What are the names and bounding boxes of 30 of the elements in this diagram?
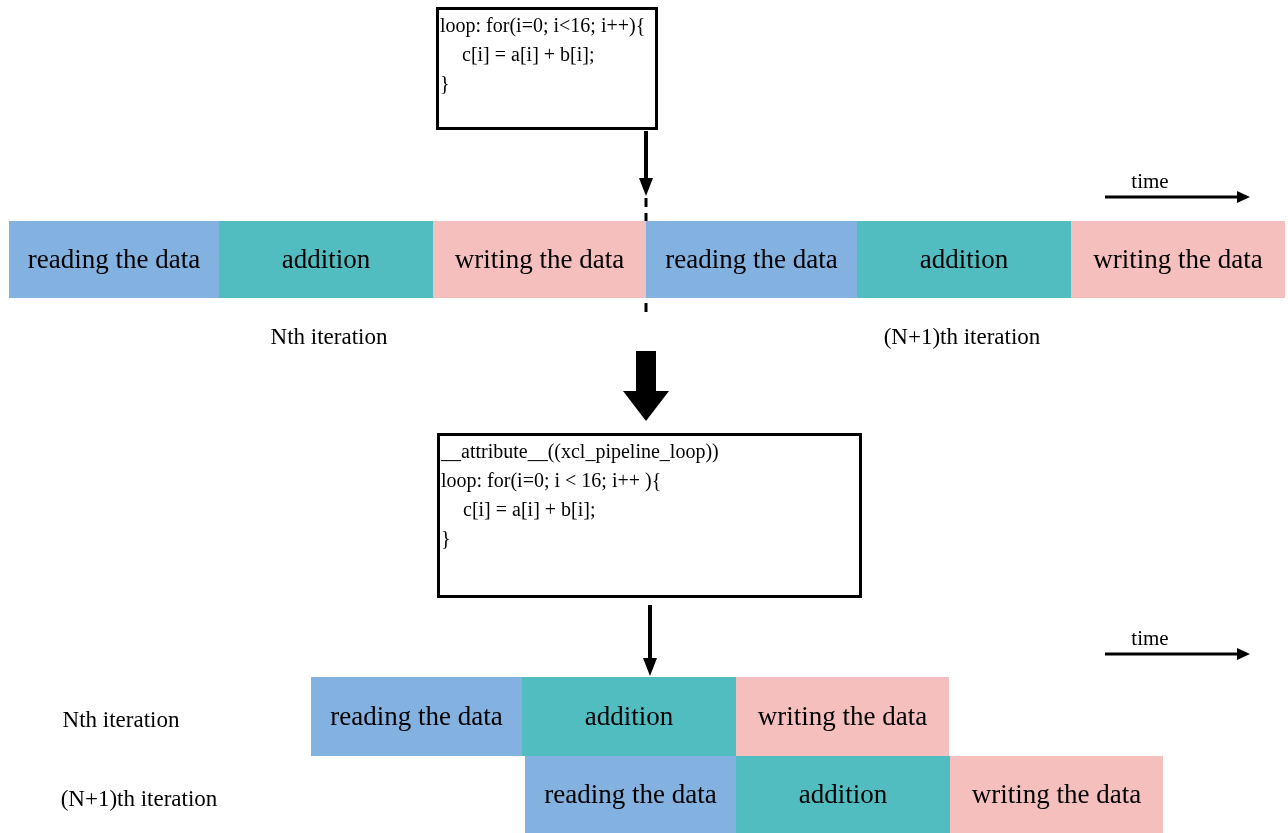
stage-block: writing the data [433, 221, 646, 298]
stage-block: writing the data [950, 756, 1163, 833]
code-line: c[i] = a[i] + b[i]; [462, 497, 596, 522]
stage-block: addition [219, 221, 433, 298]
stage-block: addition [857, 221, 1071, 298]
code-line: loop: for(i=0; i < 16; i++ ){ [441, 468, 662, 494]
code-line: c[i] = a[i] + b[i]; [461, 42, 595, 67]
iteration-label: Nth iteration [62, 706, 180, 734]
arrow [639, 131, 653, 196]
stage-block: writing the data [736, 677, 949, 756]
code-box [436, 7, 658, 130]
stage-block: addition [522, 677, 736, 756]
stage-block: reading the data [9, 221, 219, 298]
code-line: } [441, 526, 451, 551]
stage-block: reading the data [311, 677, 522, 756]
arrow [623, 351, 669, 421]
code-box [437, 433, 862, 598]
arrow [643, 605, 657, 676]
stage-block: reading the data [525, 756, 736, 833]
stage-block: writing the data [1071, 221, 1285, 298]
axis-label: time [1131, 168, 1169, 195]
iteration-label: (N+1)th iteration [883, 323, 1041, 351]
axis-label: time [1131, 625, 1169, 652]
iteration-label: Nth iteration [270, 323, 388, 351]
stage-block: addition [736, 756, 950, 833]
code-line: __attribute__((xcl_pipeline_loop)) [441, 439, 719, 465]
code-line: loop: for(i=0; i<16; i++){ [440, 13, 646, 39]
code-line: } [440, 71, 450, 96]
iteration-label: (N+1)th iteration [60, 785, 218, 813]
stage-block: reading the data [646, 221, 857, 298]
